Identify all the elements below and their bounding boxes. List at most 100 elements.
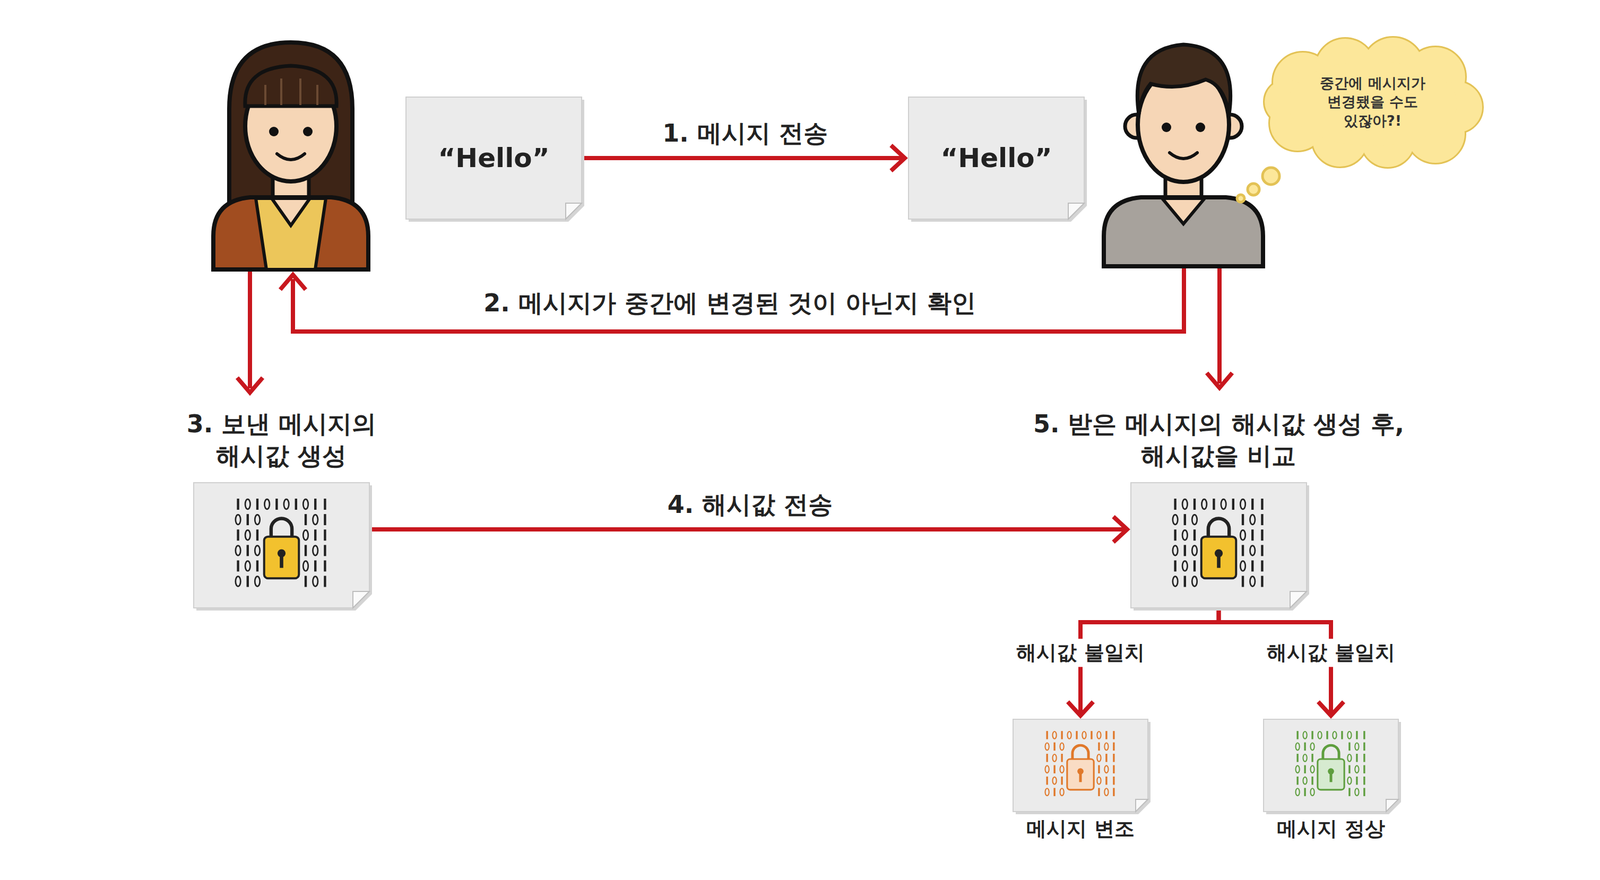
binary-digit <box>323 545 326 557</box>
binary-digit <box>1097 742 1100 751</box>
binary-digit <box>1240 499 1245 510</box>
binary-digit <box>246 576 249 588</box>
binary-digit <box>1363 765 1365 774</box>
woman-figure <box>271 198 310 226</box>
binary-digit <box>1201 499 1207 510</box>
binary-digit <box>312 546 318 557</box>
binary-digit <box>314 498 317 510</box>
binary-digit <box>1053 765 1055 774</box>
binary-digit <box>1182 530 1188 541</box>
binary-digit <box>1097 788 1100 797</box>
flow-arrow <box>237 377 263 393</box>
binary-digit <box>1232 498 1235 510</box>
binary-digit <box>1249 576 1255 587</box>
binary-digit <box>1045 731 1048 740</box>
binary-digit <box>304 545 307 557</box>
binary-digit <box>1097 788 1100 797</box>
binary-digit <box>1045 742 1050 751</box>
message-document: “Hello” <box>405 97 582 220</box>
binary-digit <box>1302 777 1307 785</box>
binary-digit <box>1112 754 1115 763</box>
binary-digit <box>1112 731 1115 740</box>
binary-digit <box>1191 514 1197 525</box>
binary-digit <box>1104 765 1109 774</box>
binary-digit <box>254 576 260 587</box>
binary-digit <box>1355 754 1358 763</box>
binary-digit <box>1182 499 1188 510</box>
binary-digit <box>1183 514 1187 526</box>
binary-digit <box>1332 731 1337 740</box>
binary-digit <box>1212 498 1215 510</box>
binary-digit <box>1347 754 1352 763</box>
binary-digit <box>236 529 239 541</box>
flow-arrow <box>247 271 253 389</box>
binary-digit <box>1295 765 1300 774</box>
binary-digit <box>1310 765 1314 774</box>
binary-digit <box>235 514 241 525</box>
binary-digit <box>1260 560 1264 572</box>
thought-dots <box>1237 194 1245 203</box>
binary-digit <box>1212 498 1215 510</box>
binary-digit <box>254 576 260 587</box>
binary-digit <box>1221 499 1226 510</box>
binary-digit <box>1045 754 1048 763</box>
binary-digit <box>1096 777 1101 785</box>
binary-digit <box>1310 742 1314 751</box>
binary-digit <box>1326 731 1328 740</box>
woman-figure <box>255 198 326 270</box>
binary-digit <box>1193 560 1196 572</box>
document-shape <box>1013 719 1148 812</box>
binary-digit <box>1240 561 1245 572</box>
message-text: “Hello” <box>437 141 550 176</box>
binary-digit <box>1105 731 1107 740</box>
binary-digit <box>1347 754 1352 763</box>
binary-digit <box>1112 765 1115 774</box>
binary-digit <box>314 498 317 510</box>
binary-digit <box>1260 529 1264 541</box>
binary-digit <box>303 561 308 572</box>
binary-digit <box>1090 731 1093 740</box>
binary-digit <box>236 560 239 572</box>
binary-digit <box>1348 742 1351 751</box>
binary-digit <box>1105 754 1107 763</box>
binary-digit <box>1363 765 1365 774</box>
binary-digit <box>1240 499 1245 510</box>
thought-cloud <box>1287 61 1458 146</box>
binary-digit <box>1059 765 1064 774</box>
binary-digit <box>1052 731 1057 740</box>
binary-digit <box>1112 731 1115 740</box>
binary-digit <box>323 529 326 541</box>
man-figure <box>1195 122 1206 133</box>
binary-digit <box>1104 788 1109 797</box>
flow-arrow <box>581 145 905 171</box>
message-text: “Hello” <box>940 141 1052 176</box>
binary-digit <box>235 546 241 557</box>
thought-dots <box>1262 167 1280 185</box>
binary-lock-icon <box>235 498 327 587</box>
binary-digit <box>1249 546 1255 557</box>
binary-digit <box>1302 731 1307 740</box>
document-sheet <box>405 97 582 220</box>
document-sheet <box>908 97 1087 222</box>
result-document: 메시지 변조 <box>1013 719 1148 812</box>
binary-digit <box>1251 529 1254 541</box>
arrow-line <box>581 156 903 161</box>
woman-figure <box>265 78 318 106</box>
binary-digit <box>1303 788 1306 797</box>
binary-digit <box>254 514 260 525</box>
binary-digit <box>1296 731 1299 740</box>
man-figure <box>1169 152 1198 159</box>
binary-digit <box>1232 498 1235 510</box>
binary-digit <box>1053 742 1055 751</box>
binary-digit <box>1241 576 1244 588</box>
binary-digit <box>1172 514 1178 525</box>
document-sheet <box>1263 719 1401 815</box>
binary-digit <box>1104 742 1109 751</box>
binary-digit <box>256 529 259 541</box>
binary-digit <box>323 529 326 541</box>
binary-digit <box>1249 546 1255 557</box>
binary-digit <box>1052 731 1057 740</box>
result-label: 메시지 정상 <box>1246 816 1416 843</box>
label-slot: 2. 메시지가 중간에 변경된 것이 아닌지 확인 <box>483 287 976 320</box>
binary-digit <box>1096 777 1101 785</box>
